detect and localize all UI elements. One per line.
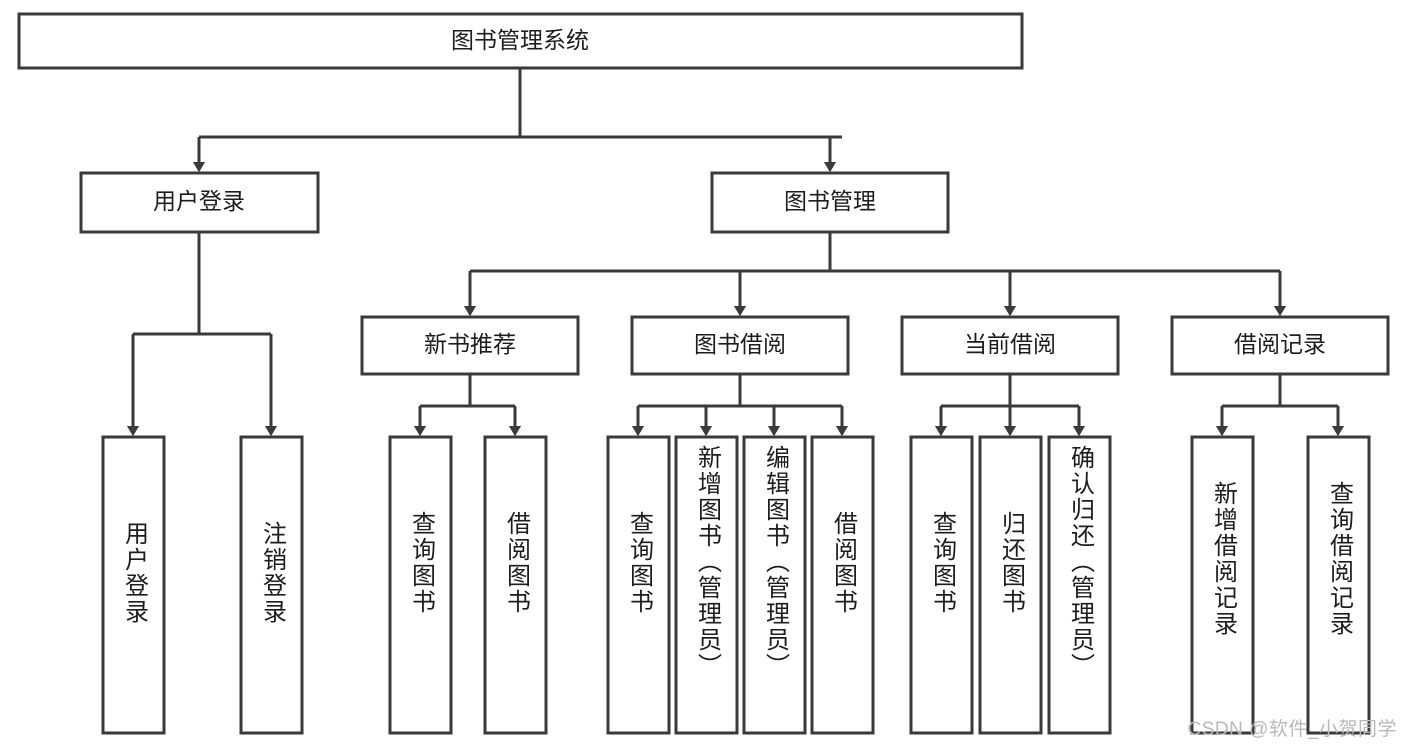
node-current-borrow[interactable]: 当前借阅 xyxy=(900,315,1120,376)
leaf-box-user-login-rect[interactable] xyxy=(101,435,166,735)
leaf-box-edit-book-rect[interactable] xyxy=(742,435,807,735)
node-borrow-records-label: 借阅记录 xyxy=(1234,331,1326,357)
node-new-book-recommend-rect[interactable] xyxy=(360,315,580,376)
node-borrow-records[interactable]: 借阅记录 xyxy=(1170,315,1390,376)
node-root-label: 图书管理系统 xyxy=(451,27,589,53)
node-new-book-recommend[interactable]: 新书推荐 xyxy=(360,315,580,376)
connector-group-borrow xyxy=(631,374,849,437)
node-root-rect[interactable] xyxy=(17,12,1024,70)
node-book-borrow[interactable]: 图书借阅 xyxy=(630,315,850,376)
connector-group-records xyxy=(1215,374,1345,437)
node-book-management[interactable]: 图书管理 xyxy=(710,171,950,234)
node-root[interactable]: 图书管理系统 xyxy=(17,12,1024,70)
connector-group-user-login xyxy=(126,233,278,437)
leaf-box-add-record-rect[interactable] xyxy=(1190,435,1255,735)
connector-group-root xyxy=(192,68,842,173)
node-user-login[interactable]: 用户登录 xyxy=(79,171,320,234)
connector-group-current xyxy=(934,374,1086,437)
node-current-borrow-label: 当前借阅 xyxy=(964,331,1056,357)
node-borrow-records-rect[interactable] xyxy=(1170,315,1390,376)
node-user-login-rect[interactable] xyxy=(79,171,320,234)
node-current-borrow-rect[interactable] xyxy=(900,315,1120,376)
leaf-box-borrow-book-1-rect[interactable] xyxy=(483,435,548,735)
connector-group-new-book xyxy=(413,374,522,437)
leaf-box-query-record-rect[interactable] xyxy=(1306,435,1371,735)
leaf-box-logout-rect[interactable] xyxy=(239,435,304,735)
node-user-login-label: 用户登录 xyxy=(153,188,245,214)
connector-group-book-mgmt xyxy=(463,233,1287,317)
leaf-box-query-book-3-rect[interactable] xyxy=(909,435,974,735)
node-book-borrow-label: 图书借阅 xyxy=(694,331,786,357)
leaf-box-query-book-2-rect[interactable] xyxy=(606,435,671,735)
leaf-box-query-book-1-rect[interactable] xyxy=(388,435,453,735)
node-book-borrow-rect[interactable] xyxy=(630,315,850,376)
node-new-book-recommend-label: 新书推荐 xyxy=(424,331,516,357)
leaf-box-return-book-rect[interactable] xyxy=(978,435,1043,735)
leaf-box-add-book-rect[interactable] xyxy=(674,435,739,735)
node-book-management-label: 图书管理 xyxy=(784,188,876,214)
leaf-box-confirm-return-rect[interactable] xyxy=(1047,435,1112,735)
watermark: CSDN @软件_小贺同学 xyxy=(1187,719,1397,740)
node-book-management-rect[interactable] xyxy=(710,171,950,234)
leaf-box-borrow-book-2-rect[interactable] xyxy=(810,435,875,735)
